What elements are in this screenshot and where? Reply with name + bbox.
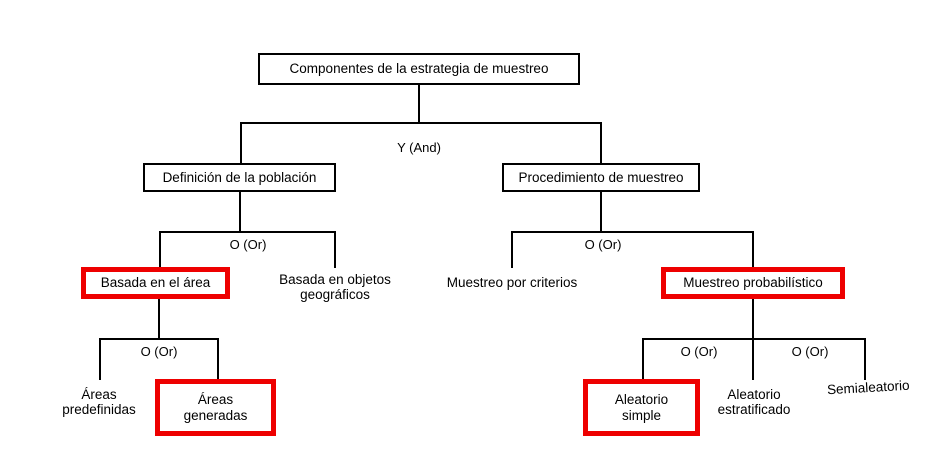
operator-or-left-deep: O (Or) (140, 344, 178, 359)
node-semialeatorio[interactable]: Semialeatorio (812, 375, 924, 401)
node-basada-area[interactable]: Basada en el área (81, 267, 230, 299)
node-semialeatorio-label: Semialeatorio (826, 378, 910, 398)
operator-and-root: Y (And) (397, 140, 441, 155)
connector-right-deep-right-drop (864, 338, 866, 380)
connector-left-or-bar (160, 231, 336, 233)
node-root-label: Componentes de la estrategia de muestreo (289, 61, 549, 77)
node-muestreo-criterios[interactable]: Muestreo por criterios (432, 267, 592, 299)
connector-right-stem (600, 192, 602, 232)
connector-left-or-left-drop (159, 231, 161, 268)
connector-left-or-right-drop (334, 231, 336, 268)
node-definicion-poblacion[interactable]: Definición de la población (143, 163, 336, 192)
node-definicion-poblacion-label: Definición de la población (162, 169, 317, 185)
node-basada-objetos-geograficos-label: Basada en objetos geográficos (279, 271, 391, 302)
node-procedimiento-muestreo[interactable]: Procedimiento de muestreo (502, 163, 700, 192)
connector-right-deep-mid-drop (752, 338, 754, 380)
connector-right-or-left-drop (511, 231, 513, 268)
node-basada-objetos-geograficos[interactable]: Basada en objetos geográficos (252, 267, 418, 307)
node-areas-predefinidas[interactable]: Áreas predefinidas (40, 381, 158, 423)
operator-or-right: O (Or) (584, 237, 622, 252)
node-aleatorio-estratificado[interactable]: Aleatorio estratificado (700, 381, 808, 423)
node-procedimiento-muestreo-label: Procedimiento de muestreo (518, 169, 684, 185)
node-areas-predefinidas-label: Áreas predefinidas (62, 386, 136, 417)
node-muestreo-probabilistico[interactable]: Muestreo probabilístico (661, 267, 845, 299)
connector-and-right-drop (600, 122, 602, 163)
connector-left-deep-or-bar (100, 338, 219, 340)
node-aleatorio-simple[interactable]: Aleatorio simple (583, 379, 700, 436)
node-muestreo-probabilistico-label: Muestreo probabilístico (683, 275, 823, 291)
connector-left-deep-stem (158, 299, 160, 339)
connector-right-deep-stem (752, 299, 754, 339)
connector-and-left-drop (240, 122, 242, 163)
node-root[interactable]: Componentes de la estrategia de muestreo (258, 53, 580, 85)
node-basada-area-label: Basada en el área (100, 275, 211, 291)
operator-or-right-deep-b: O (Or) (791, 344, 829, 359)
node-aleatorio-estratificado-label: Aleatorio estratificado (717, 386, 791, 417)
connector-right-deep-or-bar (643, 338, 866, 340)
connector-right-deep-left-drop (642, 338, 644, 380)
connector-left-deep-left-drop (99, 338, 101, 380)
operator-or-left: O (Or) (229, 237, 267, 252)
node-areas-generadas-label: Áreas generadas (183, 392, 248, 423)
connector-root-stem (418, 85, 420, 123)
connector-and-bar (241, 122, 602, 124)
node-muestreo-criterios-label: Muestreo por criterios (446, 275, 578, 291)
connector-left-stem (239, 192, 241, 232)
operator-or-right-deep-a: O (Or) (680, 344, 718, 359)
connector-right-or-right-drop (752, 231, 754, 268)
connector-left-deep-right-drop (217, 338, 219, 380)
connector-right-or-bar (512, 231, 754, 233)
node-areas-generadas[interactable]: Áreas generadas (155, 379, 276, 436)
node-aleatorio-simple-label: Aleatorio simple (614, 392, 669, 423)
